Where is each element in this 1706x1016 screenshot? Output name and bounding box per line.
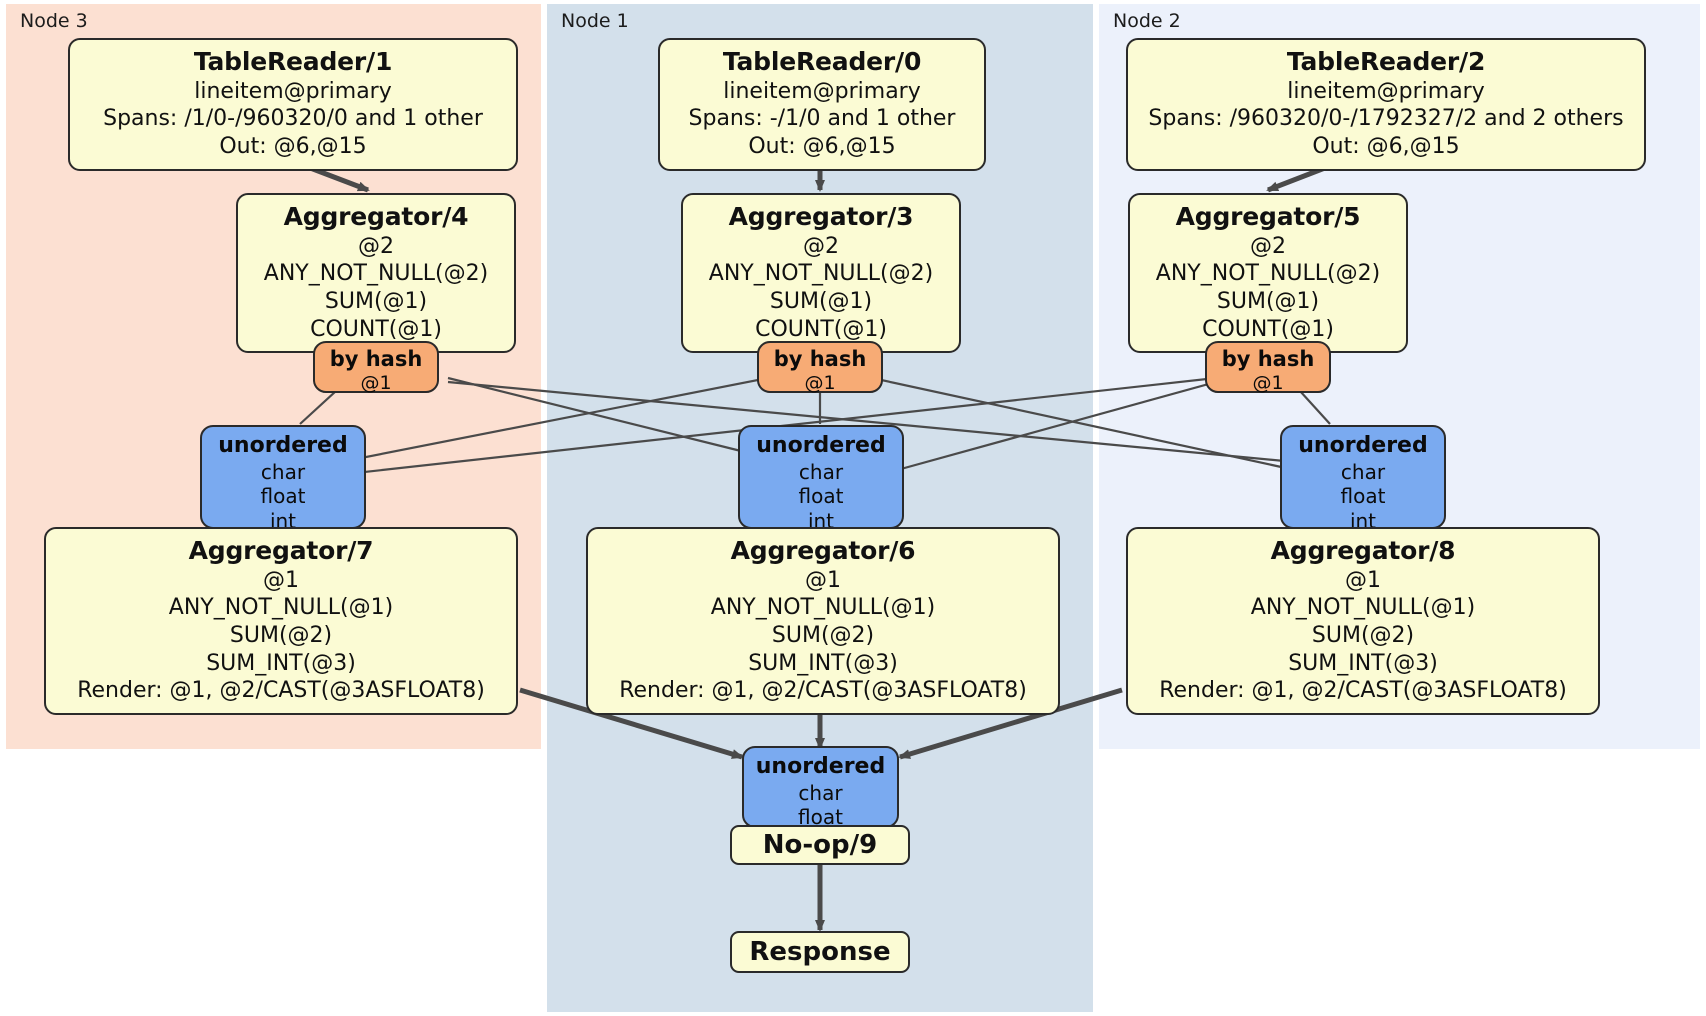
input-router-type-0: char — [798, 459, 844, 484]
processor-detail-agg-0: ANY_NOT_NULL(@1) — [168, 595, 394, 621]
processor-detail-agg-0: ANY_NOT_NULL(@2) — [708, 261, 934, 287]
input-router-type-1: float — [260, 484, 306, 509]
processor-detail-agg-0: ANY_NOT_NULL(@1) — [710, 595, 936, 621]
processor-detail-render: Render: @1, @2/CAST(@3ASFLOAT8) — [619, 678, 1027, 704]
processor-detail-agg-0: ANY_NOT_NULL(@2) — [263, 261, 489, 287]
input-router-type-0: char — [798, 780, 843, 805]
processor-detail-agg-0: ANY_NOT_NULL(@1) — [1250, 595, 1476, 621]
processor-detail-agg-1: SUM(@1) — [769, 288, 873, 314]
processor-detail-group: @2 — [358, 233, 394, 259]
processor-detail-agg-2: COUNT(@1) — [310, 316, 442, 342]
processor-title: TableReader/1 — [193, 47, 393, 76]
processor-detail-agg-1: SUM(@1) — [1216, 288, 1320, 314]
input-router-type-1: float — [1340, 484, 1386, 509]
processor-aggregator-6[interactable]: Aggregator/6 @1 ANY_NOT_NULL(@1) SUM(@2)… — [586, 527, 1060, 716]
output-router-by-hash-center[interactable]: by hash @1 — [757, 341, 883, 395]
processor-aggregator-7[interactable]: Aggregator/7 @1 ANY_NOT_NULL(@1) SUM(@2)… — [44, 527, 518, 716]
output-router-detail: @1 — [804, 372, 836, 395]
processor-detail-spans: Spans: -/1/0 and 1 other — [688, 106, 956, 132]
processor-detail-agg-2: SUM_INT(@3) — [206, 650, 356, 676]
processor-no-op-9[interactable]: No-op/9 — [730, 825, 910, 865]
processor-detail-spans: Spans: /1/0-/960320/0 and 1 other — [103, 106, 483, 132]
processor-detail-group: @1 — [263, 567, 299, 593]
processor-title: Response — [749, 937, 891, 967]
processor-detail-group: @2 — [1250, 233, 1286, 259]
input-router-unordered-right[interactable]: unordered char float int — [1280, 425, 1446, 533]
processor-detail-render: Render: @1, @2/CAST(@3ASFLOAT8) — [1159, 678, 1567, 704]
input-router-title: unordered — [1298, 433, 1428, 458]
input-router-unordered-center[interactable]: unordered char float int — [738, 425, 904, 533]
processor-aggregator-4[interactable]: Aggregator/4 @2 ANY_NOT_NULL(@2) SUM(@1)… — [236, 193, 516, 354]
processor-detail-out: Out: @6,@15 — [748, 133, 896, 159]
processor-detail-group: @2 — [803, 233, 839, 259]
output-router-title: by hash — [329, 347, 423, 371]
processor-detail-out: Out: @6,@15 — [219, 133, 367, 159]
processor-title: Aggregator/6 — [730, 536, 916, 565]
processor-detail-agg-2: COUNT(@1) — [755, 316, 887, 342]
processor-detail-agg-1: SUM(@1) — [324, 288, 428, 314]
output-router-title: by hash — [773, 347, 867, 371]
processor-detail-agg-2: SUM_INT(@3) — [748, 650, 898, 676]
output-router-by-hash-left[interactable]: by hash @1 — [313, 341, 439, 395]
processor-aggregator-8[interactable]: Aggregator/8 @1 ANY_NOT_NULL(@1) SUM(@2)… — [1126, 527, 1600, 716]
input-router-title: unordered — [218, 433, 348, 458]
output-router-title: by hash — [1221, 347, 1315, 371]
input-router-unordered-final[interactable]: unordered char float — [742, 746, 899, 829]
processor-detail-agg-1: SUM(@2) — [1311, 622, 1415, 648]
processor-table-reader-0[interactable]: TableReader/0 lineitem@primary Spans: -/… — [658, 38, 986, 171]
processor-detail-agg-1: SUM(@2) — [771, 622, 875, 648]
processor-table-reader-2[interactable]: TableReader/2 lineitem@primary Spans: /9… — [1126, 38, 1646, 171]
output-router-detail: @1 — [360, 372, 392, 395]
processor-detail-group: @1 — [805, 567, 841, 593]
node-panel-label-node1: Node 1 — [561, 10, 629, 32]
processor-detail-spans: Spans: /960320/0-/1792327/2 and 2 others — [1148, 106, 1624, 132]
processor-title: Aggregator/5 — [1175, 202, 1361, 231]
processor-title: Aggregator/4 — [283, 202, 469, 231]
output-router-detail: @1 — [1252, 372, 1284, 395]
processor-response[interactable]: Response — [730, 931, 910, 973]
processor-title: TableReader/2 — [1286, 47, 1486, 76]
processor-detail-table: lineitem@primary — [194, 78, 392, 104]
processor-detail-agg-2: SUM_INT(@3) — [1288, 650, 1438, 676]
processor-detail-agg-1: SUM(@2) — [229, 622, 333, 648]
input-router-type-0: char — [260, 459, 306, 484]
input-router-title: unordered — [755, 754, 886, 779]
processor-table-reader-1[interactable]: TableReader/1 lineitem@primary Spans: /1… — [68, 38, 518, 171]
input-router-type-1: float — [798, 484, 844, 509]
input-router-unordered-left[interactable]: unordered char float int — [200, 425, 366, 533]
processor-title: Aggregator/8 — [1270, 536, 1456, 565]
processor-detail-render: Render: @1, @2/CAST(@3ASFLOAT8) — [77, 678, 485, 704]
output-router-by-hash-right[interactable]: by hash @1 — [1205, 341, 1331, 395]
processor-detail-table: lineitem@primary — [1287, 78, 1485, 104]
processor-detail-agg-2: COUNT(@1) — [1202, 316, 1334, 342]
processor-detail-agg-0: ANY_NOT_NULL(@2) — [1155, 261, 1381, 287]
node-panel-label-node3: Node 3 — [20, 10, 88, 32]
processor-aggregator-3[interactable]: Aggregator/3 @2 ANY_NOT_NULL(@2) SUM(@1)… — [681, 193, 961, 354]
processor-detail-group: @1 — [1345, 567, 1381, 593]
input-router-title: unordered — [756, 433, 886, 458]
input-router-type-0: char — [1340, 459, 1386, 484]
processor-aggregator-5[interactable]: Aggregator/5 @2 ANY_NOT_NULL(@2) SUM(@1)… — [1128, 193, 1408, 354]
processor-detail-out: Out: @6,@15 — [1312, 133, 1460, 159]
processor-detail-table: lineitem@primary — [723, 78, 921, 104]
processor-title: No-op/9 — [762, 830, 878, 860]
processor-title: Aggregator/7 — [188, 536, 374, 565]
processor-title: Aggregator/3 — [728, 202, 914, 231]
processor-title: TableReader/0 — [722, 47, 922, 76]
node-panel-label-node2: Node 2 — [1113, 10, 1181, 32]
